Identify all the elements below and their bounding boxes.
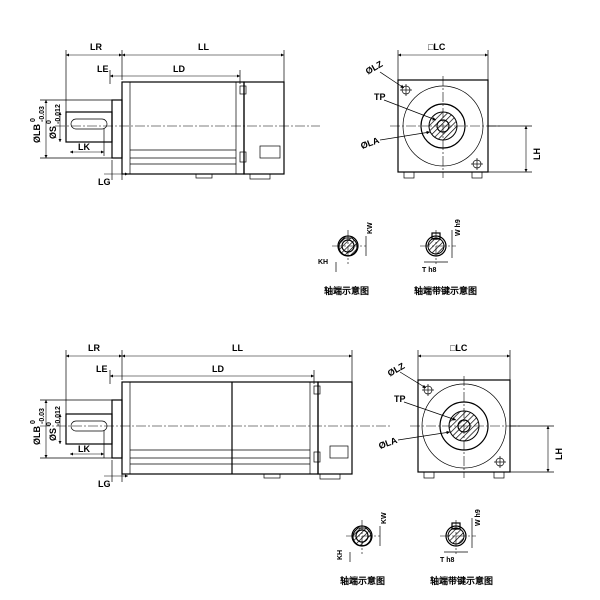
dim-lk: LK	[78, 142, 90, 152]
top-motor-front-view: □LC ØLZ TP ØLA LH	[359, 42, 542, 179]
dim-la: ØLA	[359, 135, 381, 151]
dim-lb-tol-top: 0	[30, 118, 37, 122]
bottom-shaft-end-details: KW KH 轴端示意图 W h9 T h8 轴端带键示意图	[337, 509, 493, 587]
dim-lr: LR	[90, 42, 102, 52]
bottom-motor-side-view: LR LL LE LD LK LG ØLB 0 -0.03 ØS 0 -0.01…	[30, 343, 390, 489]
dim-la-bottom: ØLA	[377, 435, 399, 451]
bottom-motor-front-view: □LC ØLZ TP ØLA LH	[377, 343, 564, 479]
dim-lk-bottom: LK	[78, 444, 90, 454]
caption-shaft-bottom: 轴端示意图	[340, 575, 385, 587]
dim-lb: ØLB	[32, 124, 42, 143]
dim-s-bottom: ØS	[48, 428, 58, 441]
dim-lg: LG	[98, 177, 111, 187]
dim-ll: LL	[198, 42, 209, 52]
dim-ll-bottom: LL	[232, 343, 243, 353]
dim-lb-tol: -0.03	[39, 106, 46, 122]
caption-shaft-key-bottom: 轴端带键示意图	[430, 575, 493, 587]
top-shaft-end-details: KW KH 轴端示意图 W h9 T h8 轴端带键示意图	[318, 219, 477, 297]
dim-lc-bottom: □LC	[450, 343, 468, 353]
dim-lb-bottom: ØLB	[32, 426, 42, 445]
dim-le: LE	[97, 64, 109, 74]
dim-lh: LH	[532, 148, 542, 160]
dim-kw-top: KW	[367, 222, 374, 234]
dim-lz: ØLZ	[364, 59, 385, 77]
dim-t-bottom: T h8	[440, 557, 454, 564]
dim-ld-bottom: LD	[212, 364, 224, 374]
dim-lb-tol-bottom: -0.03	[39, 408, 46, 424]
dim-s-tol: -0.012	[55, 104, 62, 124]
dim-w-bottom: W h9	[475, 509, 482, 526]
dim-le-bottom: LE	[96, 364, 108, 374]
dim-lh-bottom: LH	[554, 448, 564, 460]
dim-lz-bottom: ØLZ	[386, 361, 407, 379]
dim-s-tol-bottom: -0.012	[55, 406, 62, 426]
dim-kh-bottom: KH	[337, 550, 344, 560]
dim-t-top: T h8	[422, 267, 436, 274]
dim-lg-bottom: LG	[98, 479, 111, 489]
dim-s: ØS	[48, 126, 58, 139]
dim-lc: □LC	[428, 42, 446, 52]
dim-kh-top: KH	[318, 259, 328, 266]
dim-w-top: W h9	[455, 219, 462, 236]
dim-lb-tol-top-bottom: 0	[30, 420, 37, 424]
dim-lr-bottom: LR	[88, 343, 100, 353]
dim-tp: TP	[374, 92, 386, 102]
dim-s-tol-top: 0	[46, 120, 53, 124]
caption-shaft-top: 轴端示意图	[324, 285, 369, 297]
dim-s-tol-top-bottom: 0	[46, 422, 53, 426]
caption-shaft-key-top: 轴端带键示意图	[414, 285, 477, 297]
top-motor-side-view: LR LL LE LD LK LG ØLB 0 -0.03 ØS 0 -0.01…	[30, 42, 320, 187]
dim-ld: LD	[173, 64, 185, 74]
dim-tp-bottom: TP	[394, 394, 406, 404]
dim-kw-bottom: KW	[381, 512, 388, 524]
